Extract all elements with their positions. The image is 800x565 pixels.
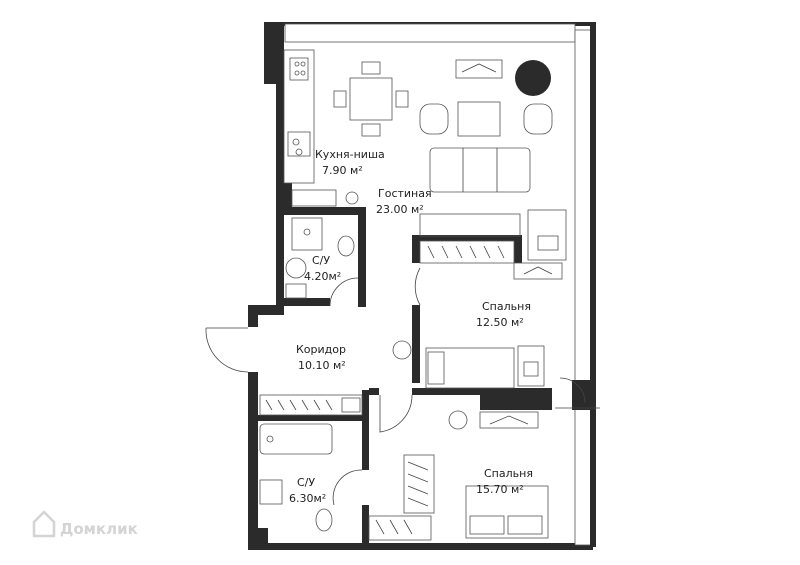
house-logo-icon — [32, 510, 56, 538]
bath1-label: С/У — [312, 254, 330, 267]
bedroom2-area: 15.70 м² — [476, 483, 524, 496]
interior-walls — [258, 183, 552, 545]
doors — [205, 267, 600, 506]
plant-icon — [515, 60, 551, 96]
bedroom1-furniture — [392, 340, 545, 389]
room-labels: Кухня-ниша 7.90 м² Гостиная 23.00 м² С/У… — [289, 148, 533, 505]
bath2-area: 6.30м² — [289, 492, 326, 505]
living-label: Гостиная — [378, 187, 432, 200]
bedroom2-label: Спальня — [484, 467, 533, 480]
bedroom1-area: 12.50 м² — [476, 316, 524, 329]
watermark-text: Домклик — [60, 520, 138, 538]
bedroom2-furniture — [368, 410, 549, 541]
bath1-fixtures — [285, 189, 359, 299]
living-area: 23.00 м² — [376, 203, 424, 216]
kitchen-area: 7.90 м² — [322, 164, 363, 177]
watermark: Домклик — [32, 510, 138, 538]
kitchen-furniture — [283, 49, 409, 184]
bath1-area: 4.20м² — [304, 270, 341, 283]
bath2-fixtures — [259, 423, 333, 532]
kitchen-label: Кухня-ниша — [315, 148, 385, 161]
bath2-label: С/У — [297, 476, 315, 489]
corridor-wardrobe — [259, 394, 363, 416]
living-furniture — [419, 59, 567, 280]
corridor-area: 10.10 м² — [298, 359, 346, 372]
bedroom1-label: Спальня — [482, 300, 531, 313]
exterior-walls — [248, 22, 596, 550]
corridor-label: Коридор — [296, 343, 346, 356]
